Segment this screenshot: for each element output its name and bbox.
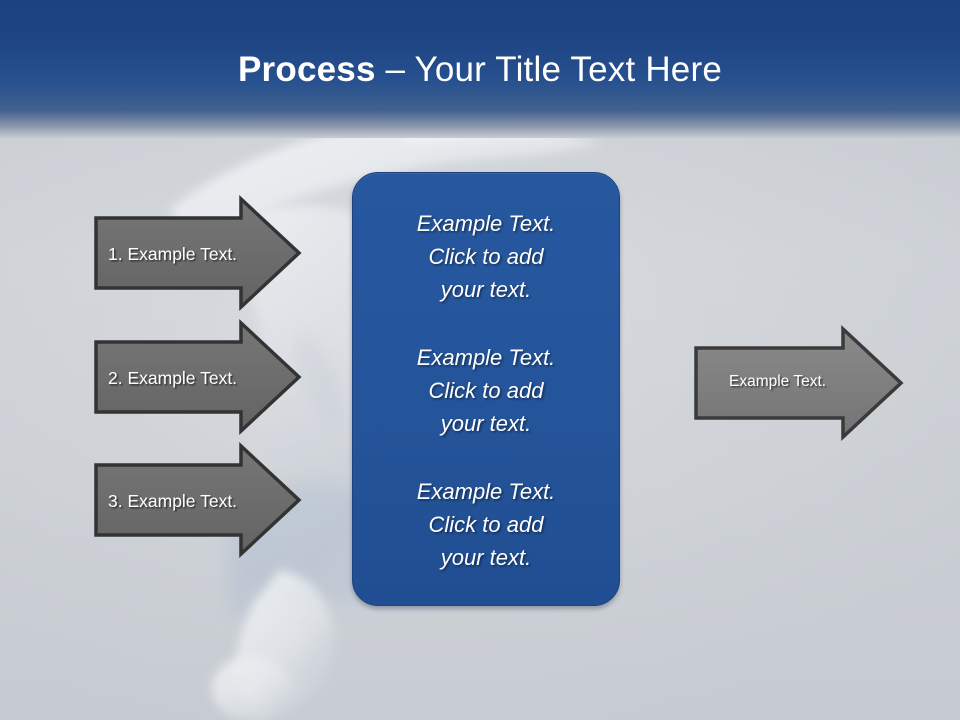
process-arrow-3[interactable]: 3. Example Text. xyxy=(93,441,303,559)
center-box-text-block-1: Example Text. Click to add your text. xyxy=(416,211,556,302)
page-title-bold: Process xyxy=(238,50,376,89)
page-title-rest: – Your Title Text Here xyxy=(375,50,722,89)
process-arrow-1[interactable]: 1. Example Text. xyxy=(93,194,303,312)
page-title: Process – Your Title Text Here xyxy=(0,48,960,92)
process-arrow-2[interactable]: 2. Example Text. xyxy=(93,318,303,436)
process-output-arrow[interactable]: Example Text. xyxy=(693,324,905,442)
center-box-text-block-2: Example Text. Click to add your text. xyxy=(416,345,556,436)
slide-header-band xyxy=(0,0,960,138)
center-box-text-block-3: Example Text. Click to add your text. xyxy=(416,479,556,570)
process-center-box[interactable]: Example Text. Click to add your text. Ex… xyxy=(352,172,620,606)
